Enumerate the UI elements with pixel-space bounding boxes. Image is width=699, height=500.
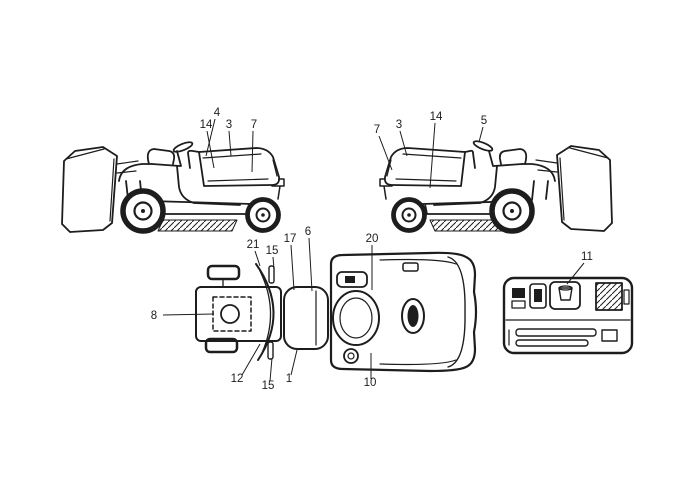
deck-skirt-hatch (157, 219, 238, 232)
engine-outline-dashed (212, 296, 252, 332)
ignition-detail (402, 262, 419, 272)
callout-label-5: 5 (481, 115, 487, 127)
console (283, 286, 329, 350)
catcher-frame-right (535, 159, 558, 173)
callout-label-20: 20 (366, 233, 379, 245)
panel-outline (502, 276, 634, 355)
rear-fender-right (521, 163, 556, 182)
lever-slot (401, 298, 425, 334)
platform (151, 163, 181, 167)
top-view (195, 251, 478, 373)
vent-bar-2 (515, 339, 589, 347)
callout-label-15-bottom: 15 (262, 380, 275, 392)
dash-right (464, 149, 476, 169)
fuel-cap (343, 348, 359, 364)
callout-label-3-left: 3 (226, 119, 232, 131)
step-arc-inner (259, 270, 272, 354)
cup-holder (549, 281, 581, 310)
front-bumper-right (379, 178, 393, 200)
callout-label-21: 21 (247, 239, 260, 251)
decal-strip-top (268, 265, 275, 284)
callout-label-3-right: 3 (396, 119, 402, 131)
seat (146, 148, 176, 165)
hood (198, 147, 281, 187)
front-wheel (245, 197, 281, 233)
right-side-view (379, 140, 613, 234)
hood-right (383, 147, 466, 187)
ignition-switch (529, 283, 547, 309)
front-bumper (271, 178, 285, 200)
rear-inner-line (447, 256, 466, 368)
dashboard-panel-view (502, 276, 634, 355)
dash (187, 149, 200, 169)
engine-pulley (220, 304, 240, 324)
panel-switch-left (512, 288, 525, 298)
rear-wheel (120, 188, 166, 234)
callout-label-6: 6 (305, 226, 311, 238)
callout-label-17: 17 (284, 233, 297, 245)
callout-label-15-top: 15 (266, 245, 279, 257)
decal-strip-bottom (267, 341, 274, 360)
callout-label-11: 11 (581, 251, 593, 263)
steering-wheel-right (472, 140, 494, 152)
left-side-view (61, 141, 285, 234)
callout-label-14-left: 14 (200, 119, 213, 131)
callout-label-7-right: 7 (374, 124, 380, 136)
callout-label-10: 10 (364, 377, 377, 389)
steering-column (176, 150, 182, 167)
platform-right (493, 163, 523, 167)
front-wheel-right (391, 197, 427, 233)
rear-wheel-right (489, 188, 535, 234)
vent-bar-1 (515, 328, 597, 337)
callout-label-1: 1 (286, 373, 292, 385)
seat-top (332, 290, 380, 346)
callout-label-8: 8 (151, 310, 157, 322)
callout-leader-lines (162, 118, 585, 382)
tractor-body-right (379, 140, 556, 215)
callout-label-4: 4 (214, 107, 221, 119)
panel-small-box (601, 329, 618, 342)
catcher-frame (116, 160, 139, 174)
cup-icon (558, 287, 573, 301)
steering-column-right (488, 150, 494, 167)
body-outline (329, 251, 478, 373)
hatched-decal (595, 282, 623, 311)
rear-fender (118, 163, 153, 182)
seat-right (498, 148, 528, 165)
grass-catcher (61, 146, 118, 233)
front-tire-upper (206, 264, 241, 281)
steering-wheel (172, 141, 194, 153)
seat-back (336, 271, 368, 288)
callout-label-14-right: 14 (430, 111, 443, 123)
callout-label-7-left: 7 (251, 119, 257, 131)
callout-labels: 4 14 3 7 7 3 14 5 21 15 17 6 20 8 12 15 … (151, 107, 593, 392)
grass-catcher-right (556, 145, 613, 232)
callout-label-12: 12 (231, 373, 244, 385)
